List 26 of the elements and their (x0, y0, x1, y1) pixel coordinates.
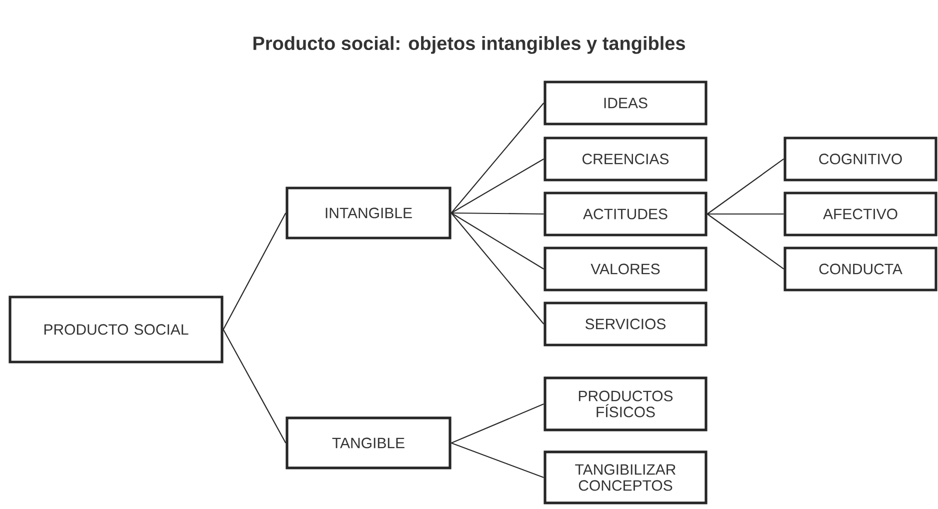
connector-line (451, 158, 544, 214)
concept-box: PRODUCTOS FÍSICOS (544, 376, 708, 432)
connector-line (450, 102, 544, 214)
concept-box: COGNITIVO (784, 136, 938, 182)
concept-box: IDEAS (544, 80, 708, 126)
concept-box: PRODUCTO SOCIAL (8, 296, 224, 364)
connector-line (450, 212, 544, 324)
concept-box: CREENCIAS (544, 136, 708, 182)
title: Producto social: objetos intangibles y tangibles (254, 36, 685, 54)
connector-line (451, 212, 544, 215)
concept-box: SERVICIOS (544, 302, 708, 346)
connector-line (706, 158, 784, 214)
concept-box: INTANGIBLE (286, 186, 452, 240)
concept-box: CONDUCTA (784, 246, 938, 292)
connector-line (707, 213, 784, 215)
connector-line (451, 442, 544, 478)
concept-box: ACTITUDES (544, 192, 708, 236)
connector-line (451, 212, 544, 270)
concept-box: TANGIBLE (286, 416, 452, 470)
concept-box: TANGIBILIZAR CONCEPTOS (544, 450, 708, 504)
connector-line (222, 329, 286, 444)
connector-line (451, 403, 544, 444)
concept-box: VALORES (544, 246, 708, 292)
connector-line (222, 212, 286, 330)
connector-line (706, 214, 784, 270)
concept-box: AFECTIVO (784, 192, 938, 236)
